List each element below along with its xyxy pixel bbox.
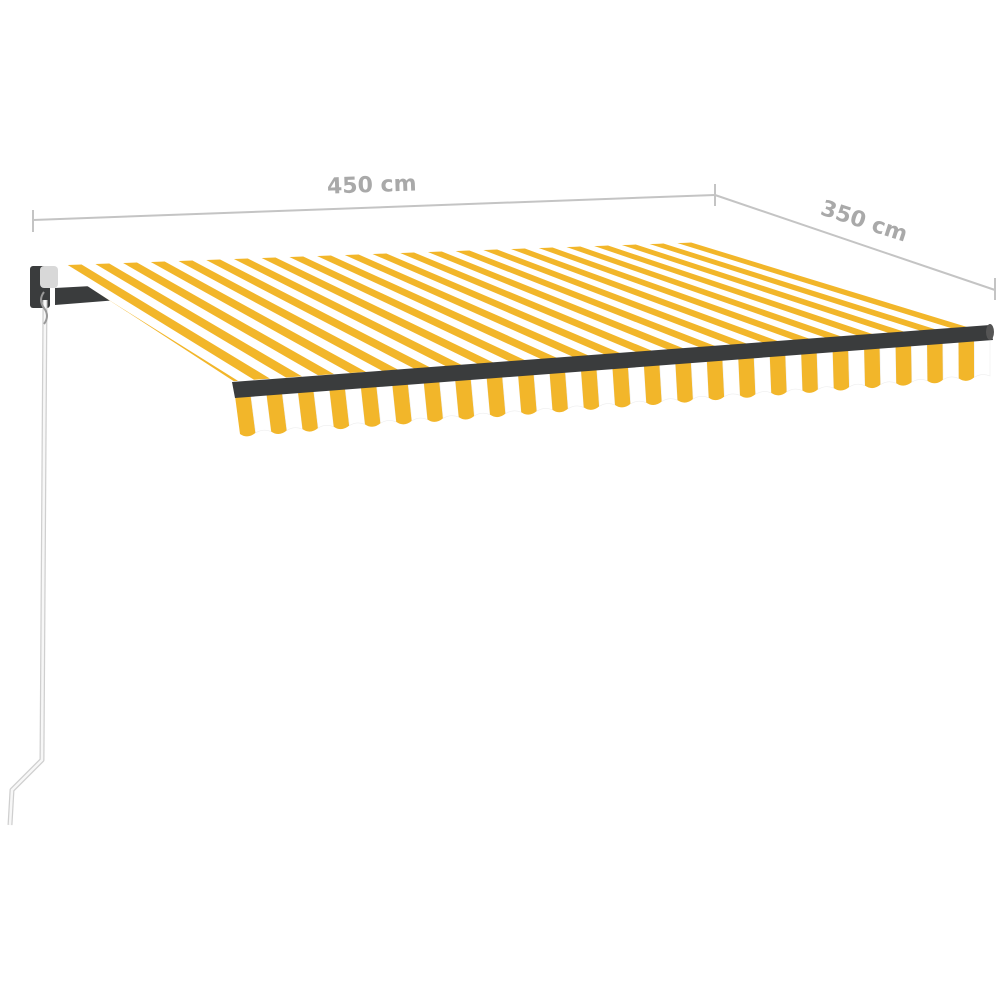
canopy-stripe <box>649 243 942 333</box>
valance-stripe <box>581 369 600 410</box>
depth-label: 350 cm <box>818 196 911 247</box>
valance-stripe <box>392 383 412 425</box>
valance-stripe <box>927 343 944 384</box>
valance-stripe <box>549 371 569 413</box>
canopy-stripe <box>95 263 303 378</box>
depth-dimension-line <box>714 194 996 291</box>
valance-stripe <box>706 359 725 401</box>
depth-dimension <box>714 194 996 300</box>
valance-stripe <box>769 355 787 396</box>
canopy-stripe <box>538 247 814 342</box>
valance-stripe <box>643 364 662 406</box>
canopy-stripe <box>317 255 558 360</box>
canopy-stripe <box>289 256 526 362</box>
valance-stripe <box>297 390 319 432</box>
crank-handle-outline[interactable] <box>7 299 48 826</box>
valance-stripe <box>266 392 287 435</box>
valance-stripe <box>533 372 553 412</box>
canopy-stripe <box>372 253 622 355</box>
valance-stripe <box>329 387 350 430</box>
front-bar-end-cap <box>986 324 994 340</box>
canopy-stripe <box>427 251 686 351</box>
canopy-stripes <box>55 242 974 382</box>
valance-stripe <box>753 356 772 395</box>
roller-tube <box>40 266 58 288</box>
valance-stripe <box>864 348 881 389</box>
canopy-stripe <box>455 250 718 349</box>
canopy-stripe <box>178 260 398 371</box>
valance-stripe <box>973 339 991 378</box>
canopy-stripe <box>594 245 878 337</box>
valance-stripe <box>832 350 850 391</box>
valance-stripe <box>659 363 678 402</box>
canopy-stripe <box>483 249 750 346</box>
canopy-stripe <box>566 246 846 340</box>
canopy-stripe <box>677 242 974 331</box>
valance-stripe <box>407 381 428 422</box>
canopy-stripe <box>261 257 494 364</box>
valance-stripe <box>423 380 444 422</box>
width-label: 450 cm <box>327 171 417 199</box>
valance-stripe <box>344 386 366 427</box>
valance-stripe <box>455 378 475 420</box>
valance-stripe <box>360 385 381 427</box>
valance-stripe <box>376 384 397 424</box>
canopy-stripe <box>511 248 782 344</box>
valance <box>235 339 991 437</box>
valance-stripe <box>313 388 335 429</box>
valance-stripe <box>958 341 975 381</box>
valance-stripe <box>470 377 491 417</box>
canopy-stripe <box>621 244 910 335</box>
crank-handle[interactable] <box>8 299 47 826</box>
canopy-stripe <box>206 259 430 369</box>
valance-stripe <box>848 349 866 388</box>
valance-stripe <box>785 353 803 393</box>
valance-stripe <box>564 370 585 410</box>
valance-stripe <box>612 366 631 408</box>
valance-stripe <box>439 379 460 419</box>
valance-stripe <box>801 352 819 393</box>
width-dimension-line <box>32 194 716 221</box>
valance-stripe <box>486 376 506 418</box>
valance-stripe <box>250 393 272 434</box>
canopy-stripe <box>344 254 590 358</box>
valance-stripe <box>942 342 960 381</box>
valance-stripe <box>675 362 694 403</box>
valance-stripe <box>911 344 928 383</box>
valance-stripe <box>596 367 616 407</box>
valance-stripe <box>235 394 256 437</box>
valance-stripe <box>816 351 835 390</box>
valance-stripe <box>895 345 912 386</box>
valance-stripe <box>518 373 537 415</box>
valance-stripe <box>281 391 303 431</box>
valance-stripe <box>879 346 897 385</box>
crank-hook <box>40 291 48 325</box>
valance-stripe <box>502 374 522 414</box>
front-bar <box>232 325 993 398</box>
valance-stripe <box>690 360 710 400</box>
canopy-stripe <box>233 258 462 367</box>
canopy-stripe <box>123 262 334 376</box>
valance-stripe <box>627 365 647 405</box>
canopy-stripe <box>400 252 654 353</box>
canopy-stripe <box>67 264 270 380</box>
canopy-stripe <box>150 261 366 373</box>
valance-stripe <box>722 358 741 398</box>
valance-stripe <box>738 357 756 398</box>
